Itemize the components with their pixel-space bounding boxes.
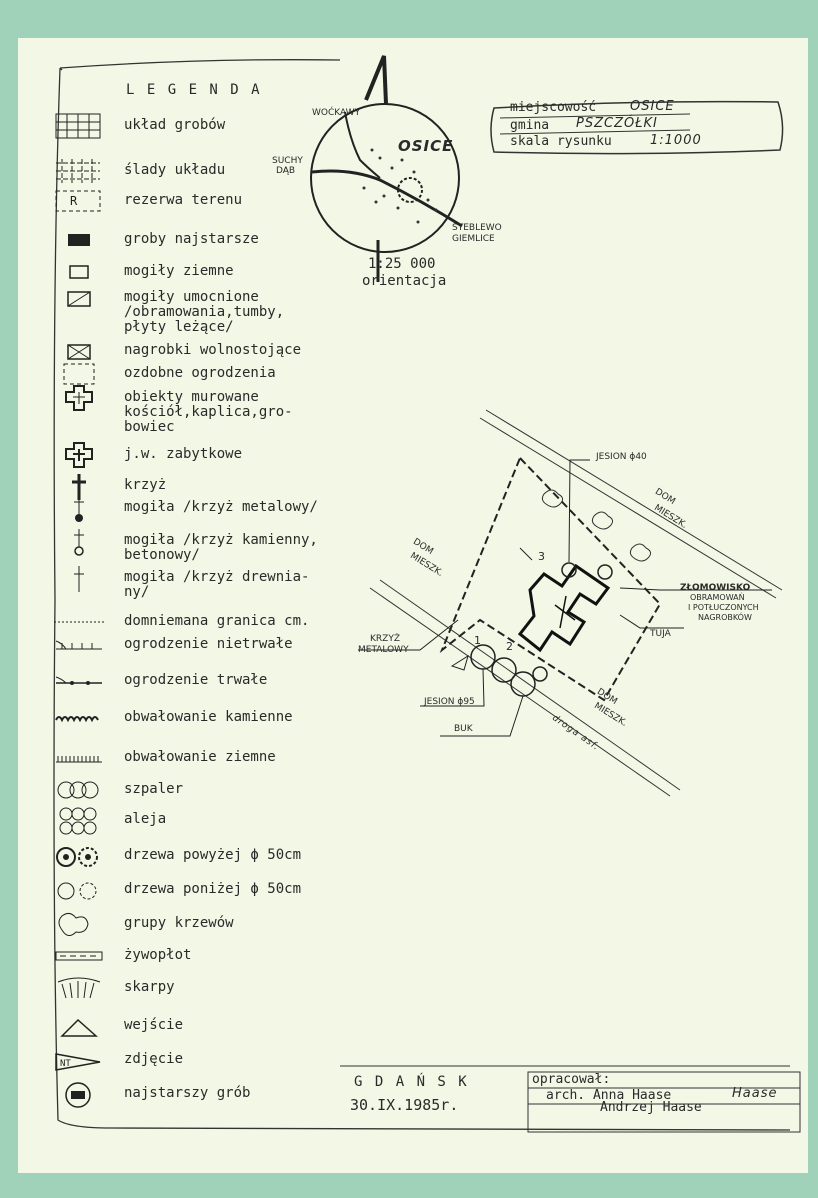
- scale-value: 1:1000: [650, 133, 702, 148]
- legend-label: ogrodzenie trwałe: [124, 672, 268, 688]
- legend-label: ogrodzenie nietrwałe: [124, 636, 293, 652]
- legend-label: obwałowanie kamienne: [124, 709, 293, 725]
- grave-traces-icon: [52, 157, 106, 187]
- legend-label: aleja: [124, 811, 167, 827]
- scale-label: skala rysunku: [510, 134, 612, 149]
- small-tree-icon: [52, 876, 106, 906]
- legend-label: krzyż: [124, 477, 167, 493]
- legend-label: mogiły ziemne: [124, 263, 234, 279]
- label-buk: BUK: [454, 724, 473, 734]
- orientation-label: orientacja: [362, 273, 447, 289]
- boundary-line-icon: [52, 608, 106, 638]
- place-suchy: SUCHY: [272, 156, 303, 166]
- permanent-fence-icon: [52, 667, 106, 697]
- wooden-cross-icon: [52, 564, 106, 594]
- legend-label: nagrobki wolnostojące: [124, 342, 302, 358]
- freestanding-tombstone-icon: [52, 337, 106, 367]
- stone-embankment-icon: [52, 704, 106, 734]
- legend-title: L E G E N D A: [126, 82, 262, 98]
- author-1: arch. Anna Haase: [546, 1088, 672, 1103]
- legend-label: żywopłot: [124, 947, 192, 963]
- place-wockawy: WOĆKAWY: [312, 108, 361, 118]
- historic-building-icon: [52, 441, 106, 471]
- map-scale: 1:25 000: [368, 256, 436, 272]
- entrance-icon: [52, 1012, 106, 1042]
- tree-row-icon: [52, 776, 106, 806]
- locality-title: OSICE: [398, 137, 454, 155]
- commune-label: gmina: [510, 118, 550, 133]
- locality-value: OSICE: [630, 99, 675, 114]
- legend-label: grupy krzewów: [124, 915, 234, 931]
- locality-label: miejscowość: [510, 100, 597, 115]
- legend-label: najstarszy grób: [124, 1085, 251, 1101]
- alley-icon: [52, 806, 106, 836]
- cross-icon: [52, 472, 106, 502]
- svg-text:R: R: [70, 194, 78, 208]
- legend-label: mogiła /krzyż kamienny, betonowy/: [124, 532, 318, 563]
- photo-icon: NT: [52, 1046, 106, 1076]
- temporary-fence-icon: [52, 631, 106, 661]
- label-zlom-2: OBRAMOWAŃ: [690, 593, 745, 602]
- author-2: Andrzej Haase: [600, 1100, 702, 1115]
- place-steblewo: STEBLEWO: [452, 223, 502, 233]
- legend-label: rezerwa terenu: [124, 192, 243, 208]
- legend-label: ślady układu: [124, 162, 226, 178]
- label-num-1: 1: [474, 634, 481, 647]
- place-giemlice: GIEMLICE: [452, 234, 495, 244]
- label-zlom-3: I POTŁUCZONYCH: [688, 603, 759, 612]
- metal-cross-icon: [52, 494, 106, 524]
- hedge-icon: [52, 942, 106, 972]
- label-zlom-4: NAGROBKÓW: [698, 613, 752, 622]
- reinforced-mound-icon: [52, 284, 106, 314]
- label-num-2: 2: [506, 640, 513, 653]
- legend-label: szpaler: [124, 781, 184, 797]
- footer-date: 30.IX.1985r.: [350, 1096, 459, 1114]
- label-num-3: 3: [538, 550, 545, 563]
- commune-value: PSZCZÓŁKI: [576, 116, 658, 131]
- legend-label: wejście: [124, 1017, 184, 1033]
- reserve-icon: R: [52, 187, 106, 217]
- label-krzyz-2: METALOWY: [358, 645, 409, 655]
- legend-label: skarpy: [124, 979, 175, 995]
- label-krzyz-1: KRZYŻ: [370, 634, 400, 644]
- earth-mound-icon: [52, 258, 106, 288]
- signature: Haase: [732, 1086, 778, 1101]
- legend-label: drzewa powyżej ϕ 50cm: [124, 847, 302, 863]
- legend-label: groby najstarsze: [124, 231, 259, 247]
- legend-label: ozdobne ogrodzenia: [124, 365, 276, 381]
- label-jesion40: JESION ϕ40: [596, 452, 647, 462]
- legend-label: mogiły umocnione /obramowania,tumby, pły…: [124, 289, 285, 335]
- decorative-fence-icon: [52, 360, 106, 390]
- slope-icon: [52, 974, 106, 1004]
- oldest-grave-icon: [52, 1080, 106, 1110]
- shrub-icon: [52, 910, 106, 940]
- masonry-building-icon: [52, 384, 106, 414]
- legend-label: domniemana granica cm.: [124, 613, 310, 629]
- legend-label: zdjęcie: [124, 1051, 184, 1067]
- legend-label: j.w. zabytkowe: [124, 446, 243, 462]
- large-tree-icon: [52, 842, 106, 872]
- svg-text:NT: NT: [60, 1059, 71, 1069]
- legend-label: układ grobów: [124, 117, 226, 133]
- legend-label: obwałowanie ziemne: [124, 749, 276, 765]
- label-zlom-1: ZŁOMOWISKO: [680, 583, 751, 593]
- stone-cross-icon: [52, 527, 106, 557]
- legend-label: mogiła /krzyż drewnia- ny/: [124, 569, 310, 600]
- label-jesion95: JESION ϕ95: [424, 697, 475, 707]
- legend-label: drzewa poniżej ϕ 50cm: [124, 881, 302, 897]
- footer-city: G D A Ń S K: [354, 1074, 469, 1090]
- legend-label: mogiła /krzyż metalowy/: [124, 499, 318, 515]
- prepared-label: opracował:: [532, 1072, 611, 1087]
- label-tuja: TUJA: [650, 629, 671, 639]
- earth-embankment-icon: [52, 744, 106, 774]
- grave-layout-icon: [52, 112, 106, 142]
- legend-label: obiekty murowane kościół,kaplica,gro- bo…: [124, 389, 293, 435]
- place-dab: DĄB: [276, 166, 296, 176]
- oldest-graves-icon: [52, 226, 106, 256]
